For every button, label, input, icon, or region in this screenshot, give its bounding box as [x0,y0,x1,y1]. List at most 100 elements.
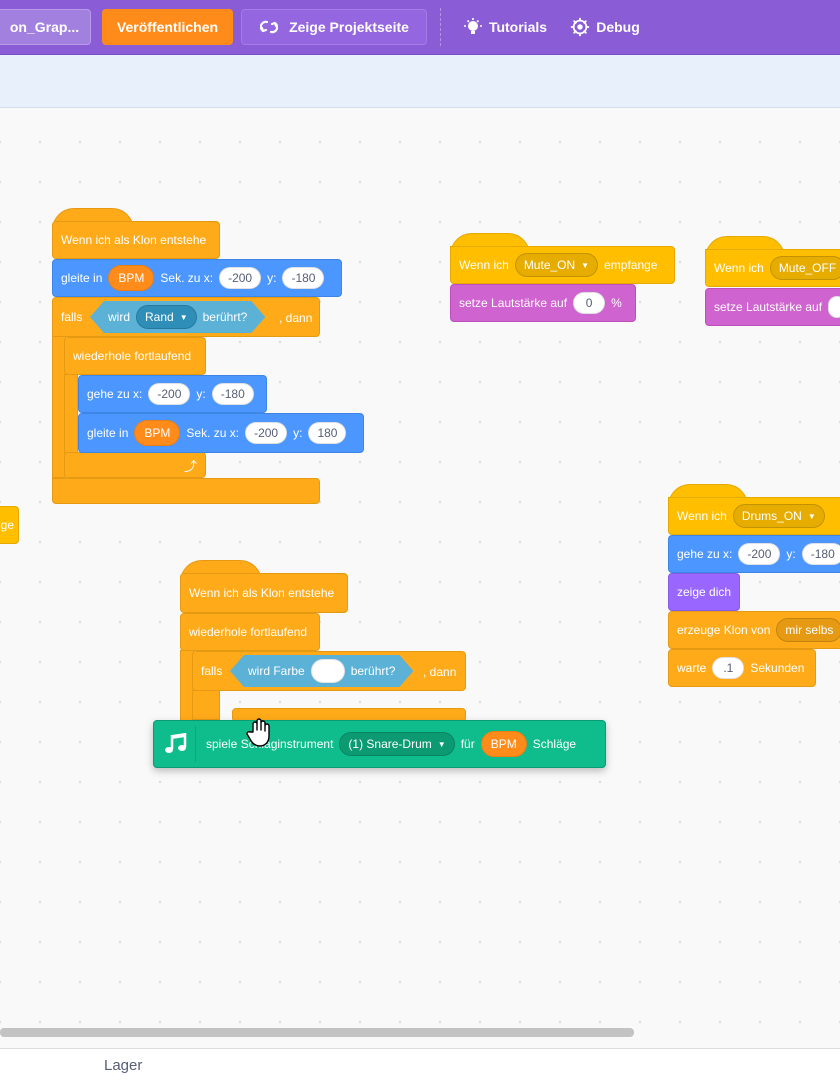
block-text: wird [108,310,131,324]
dropdown-value: Rand [145,310,174,324]
color-picker-input[interactable] [311,659,345,683]
lightbulb-icon [463,17,483,37]
code-workspace[interactable]: Wenn ich als Klon entstehe gleite in BPM… [0,108,840,1040]
touching-color-block[interactable]: wird Farbe berührt? [230,655,413,687]
y-input[interactable]: -180 [282,267,325,289]
volume-input[interactable] [828,296,840,318]
block-text: spiele Schlaginstrument [206,737,334,751]
message-dropdown[interactable]: Mute_ON ▼ [514,253,599,277]
bpm-variable-reporter[interactable]: BPM [134,420,181,446]
bpm-variable-reporter[interactable]: BPM [108,265,155,291]
block-text: y: [196,387,206,401]
clone-target-dropdown[interactable]: mir selbs [776,618,840,642]
touch-target-dropdown[interactable]: Rand ▼ [136,305,197,329]
glide-to-xy-block[interactable]: gleite in BPM Sek. zu x: -200 y: 180 [78,413,364,453]
block-text: falls [61,310,83,324]
forever-block-arm [64,374,78,454]
x-input[interactable]: -200 [148,383,191,405]
block-text: Wenn ich als Klon entstehe [61,233,207,247]
when-receive-block[interactable]: Wenn ich Drums_ON ▼ [668,497,840,535]
block-text: setze Lautstärke auf [714,300,823,314]
message-dropdown[interactable]: Mute_OFF [769,256,840,280]
when-receive-block[interactable]: Wenn ich Mute_ON ▼ empfange [450,246,675,284]
wait-input[interactable]: .1 [712,657,745,679]
editor-toolbar [0,55,840,108]
forever-block-bottom: ⤴ [64,452,206,478]
block-text: falls [201,664,223,678]
dropdown-value: Mute_OFF [778,261,837,275]
drum-dropdown[interactable]: (1) Snare-Drum ▼ [339,732,455,756]
dropdown-value: (1) Snare-Drum [348,737,432,751]
block-text: gleite in [87,426,129,440]
touching-object-block[interactable]: wird Rand ▼ berührt? [90,301,265,333]
create-clone-block[interactable]: erzeuge Klon von mir selbs [668,611,840,649]
x-input[interactable]: -200 [738,543,781,565]
block-text: berührt? [350,664,396,678]
tutorials-button[interactable]: Tutorials [458,9,552,45]
caret-down-icon: ▼ [179,312,188,322]
y-input[interactable]: 180 [308,422,347,444]
publish-label: Veröffentlichen [116,19,219,35]
project-page-button[interactable]: Zeige Projektseite [241,9,427,45]
show-block[interactable]: zeige dich [668,573,740,611]
message-dropdown[interactable]: Drums_ON ▼ [732,504,825,528]
backpack-bar[interactable]: Lager [0,1048,840,1080]
x-input[interactable]: -200 [245,422,288,444]
horizontal-scrollbar[interactable] [0,1028,634,1037]
block-text: erzeuge Klon von [677,623,771,637]
caret-down-icon: ▼ [807,511,816,521]
partial-events-block[interactable]: ge [0,506,19,544]
block-text: Sek. zu x: [186,426,240,440]
forever-block[interactable]: wiederhole fortlaufend [180,613,320,651]
dropdown-value: Mute_ON [523,258,576,272]
block-text: berührt? [202,310,248,324]
block-text: Sek. zu x: [160,271,214,285]
glide-to-xy-block[interactable]: gleite in BPM Sek. zu x: -200 y: -180 [52,259,342,297]
goto-xy-block[interactable]: gehe zu x: -200 y: -180 [78,375,267,413]
block-text: Wenn ich als Klon entstehe [189,586,335,600]
then-label: , dann [423,665,457,679]
block-text: y: [293,426,303,440]
block-text: wiederhole fortlaufend [189,625,308,639]
dropdown-value: Drums_ON [741,509,802,523]
set-volume-block[interactable]: setze Lautstärke auf 0 % [450,284,636,322]
grab-hand-cursor-icon [246,718,272,748]
bpm-variable-reporter[interactable]: BPM [480,731,527,757]
when-clone-starts-block[interactable]: Wenn ich als Klon entstehe [52,221,220,259]
project-page-label: Zeige Projektseite [289,19,409,35]
caret-down-icon: ▼ [437,739,446,749]
when-receive-block[interactable]: Wenn ich Mute_OFF [705,249,840,287]
block-text: gleite in [61,271,103,285]
y-input[interactable]: -180 [801,543,840,565]
goto-xy-block[interactable]: gehe zu x: -200 y: -180 [668,535,840,573]
menu-bar: on_Grap... Veröffentlichen Zeige Projekt… [0,0,840,55]
when-clone-starts-block[interactable]: Wenn ich als Klon entstehe [180,573,348,613]
block-text: gehe zu x: [87,387,143,401]
y-input[interactable]: -180 [211,383,254,405]
block-text: Wenn ich [677,509,727,523]
block-text: empfange [604,258,658,272]
block-text: y: [786,547,796,561]
block-text: ge [0,518,14,532]
then-label: , dann [279,311,313,325]
forever-block[interactable]: wiederhole fortlaufend [64,337,206,375]
block-text: warte [677,661,707,675]
publish-button[interactable]: Veröffentlichen [102,9,233,45]
loop-arrow-icon: ⤴ [183,458,197,474]
menu-divider [440,8,441,46]
project-title-field[interactable]: on_Grap... [0,9,91,45]
backpack-label: Lager [104,1057,143,1074]
set-volume-block[interactable]: setze Lautstärke auf [705,288,840,326]
play-drum-block[interactable]: spiele Schlaginstrument (1) Snare-Drum ▼… [153,720,606,768]
wait-block[interactable]: warte .1 Sekunden [668,649,816,687]
volume-input[interactable]: 0 [573,292,606,314]
x-input[interactable]: -200 [219,267,262,289]
tutorials-label: Tutorials [488,19,548,35]
block-text: y: [267,271,277,285]
block-text: gehe zu x: [677,547,733,561]
debug-button[interactable]: Debug [565,9,645,45]
block-text: für [460,737,475,751]
music-notes-icon [160,726,196,762]
block-text: Sekunden [750,661,805,675]
block-text: Wenn ich [459,258,509,272]
